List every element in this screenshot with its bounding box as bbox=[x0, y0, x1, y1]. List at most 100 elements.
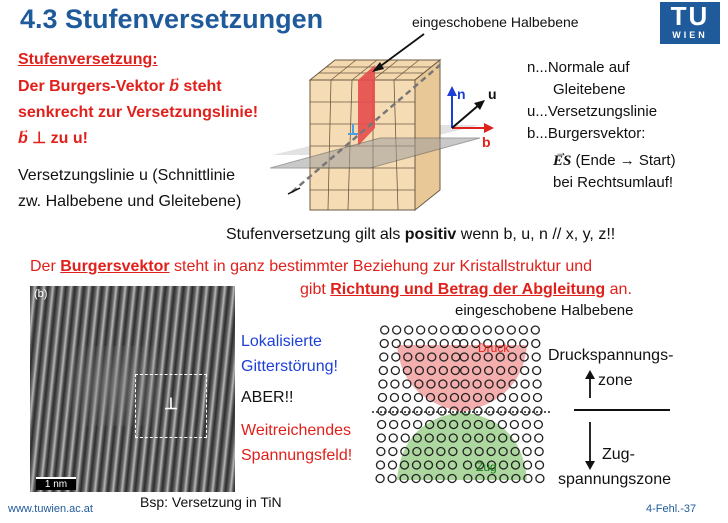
definition-line3: →b ⊥ zu u! bbox=[18, 122, 88, 150]
lattice-atom bbox=[447, 460, 458, 470]
lattice-atom bbox=[535, 473, 545, 484]
lattice-atom bbox=[460, 379, 470, 389]
lattice-atom bbox=[435, 473, 445, 484]
lattice-atom bbox=[415, 352, 425, 362]
lattice-atom bbox=[439, 352, 449, 362]
lattice-atom bbox=[399, 473, 409, 484]
micro-panel-label: (b) bbox=[34, 288, 48, 300]
lattice-atom bbox=[400, 419, 411, 430]
aber-text: ABER!! bbox=[241, 389, 294, 406]
logo-tu: TU bbox=[670, 1, 710, 31]
lattice-atom bbox=[391, 352, 401, 362]
lattice-atom bbox=[424, 433, 434, 443]
lattice-atom bbox=[458, 325, 468, 335]
lattice-atom bbox=[483, 352, 493, 362]
lattice-atom bbox=[499, 473, 509, 484]
lattice-atom bbox=[461, 419, 472, 430]
lattice-atom bbox=[425, 406, 435, 416]
lattice-atom bbox=[473, 406, 483, 416]
lattice-atom bbox=[411, 473, 421, 484]
lattice-atom bbox=[400, 433, 410, 443]
lattice-atom bbox=[508, 379, 518, 389]
lattice-atom bbox=[518, 325, 528, 335]
lattice-atom bbox=[387, 460, 398, 470]
footer-page: 4-Fehl.-37 bbox=[646, 503, 697, 515]
lattice-atom bbox=[534, 433, 544, 443]
zugzone-1: Zug- bbox=[602, 446, 635, 463]
lattice-atom bbox=[461, 406, 471, 416]
lattice-atom bbox=[482, 325, 492, 335]
lattice-atom bbox=[462, 460, 473, 470]
lattice-atom bbox=[401, 406, 411, 416]
b-vector-symbol: →b bbox=[169, 70, 182, 95]
footer-url[interactable]: www.tuwien.ac.at bbox=[8, 503, 93, 515]
legend-es: →ES (Ende → Start) bbox=[553, 145, 676, 169]
lattice-atom bbox=[412, 446, 422, 457]
lattice-atom bbox=[375, 460, 386, 470]
lattice-atom bbox=[380, 325, 390, 335]
lattice-atom bbox=[483, 338, 493, 349]
burgers-line-2: gibt Richtung und Betrag der Abgleitung … bbox=[300, 281, 632, 298]
lattice-atom bbox=[375, 473, 385, 484]
lattice-atom bbox=[448, 419, 459, 430]
lattice-atom bbox=[379, 352, 389, 362]
def-text-3: ⊥ zu u! bbox=[27, 130, 88, 147]
lattice-atom bbox=[508, 392, 519, 403]
lattice-atom bbox=[463, 473, 473, 484]
lattice-atom bbox=[377, 406, 387, 416]
axis-n-label: n bbox=[457, 86, 466, 102]
lattice-atom bbox=[404, 325, 414, 335]
lattice-atom bbox=[531, 365, 542, 376]
lattice-atom bbox=[485, 406, 495, 416]
lattice-atom bbox=[533, 419, 544, 430]
scale-bar: 1 nm bbox=[36, 477, 76, 490]
lattice-atom bbox=[425, 392, 436, 403]
lattice-atom bbox=[486, 446, 496, 457]
tem-micrograph: ⊥ (b) 1 nm bbox=[30, 286, 235, 492]
lattice-atom bbox=[376, 433, 386, 443]
weitreichend-1: Weitreichendes bbox=[241, 422, 351, 439]
lattice-atom bbox=[447, 473, 457, 484]
lattice-atom bbox=[449, 392, 460, 403]
weitreichend-2: Spannungsfeld! bbox=[241, 447, 353, 464]
b-vector-symbol-2: →b bbox=[18, 122, 30, 147]
lattice-atom bbox=[438, 379, 448, 389]
halfplane-label-2: eingeschobene Halbebene bbox=[455, 302, 634, 319]
tu-wien-logo: TU WIEN bbox=[660, 2, 720, 44]
def-text-2: steht bbox=[178, 78, 222, 95]
page-title: 4.3 Stufenversetzungen bbox=[20, 4, 324, 34]
lattice-atom bbox=[424, 446, 434, 457]
lattice-atom bbox=[495, 338, 505, 349]
stress-field-diagram bbox=[372, 325, 552, 484]
lattice-atom bbox=[392, 325, 402, 335]
lattice-atom bbox=[532, 392, 543, 403]
definition-line1: Der Burgers-Vektor →b steht bbox=[18, 70, 222, 98]
lattice-atom bbox=[402, 379, 412, 389]
lattice-atom bbox=[413, 392, 424, 403]
lattice-atom bbox=[391, 338, 401, 349]
lattice-atom bbox=[487, 473, 497, 484]
lattice-atom bbox=[379, 338, 389, 349]
lattice-atom bbox=[440, 325, 450, 335]
lattice-atom bbox=[402, 365, 413, 376]
lattice-atom bbox=[510, 446, 520, 457]
dislocation-symbol: ⊥ bbox=[164, 396, 178, 413]
lattice-atom bbox=[459, 352, 469, 362]
lattice-atom bbox=[435, 460, 446, 470]
lattice-atom bbox=[498, 446, 508, 457]
burgers-line-1: Der Burgersvektor steht in ganz bestimmt… bbox=[30, 258, 593, 275]
lattice-atom bbox=[532, 379, 542, 389]
es-vector: →ES bbox=[553, 145, 572, 169]
legend-u: u...Versetzungslinie bbox=[527, 103, 658, 120]
lattice-atom bbox=[423, 473, 433, 484]
lattice-atom bbox=[486, 460, 497, 470]
lattice-atom bbox=[427, 352, 437, 362]
legend-n: n...Normale auf bbox=[527, 59, 630, 76]
lattice-atom bbox=[401, 392, 412, 403]
lattice-atom bbox=[471, 365, 482, 376]
lattice-atom bbox=[519, 338, 529, 349]
micro-caption: Bsp: Versetzung in TiN bbox=[140, 494, 282, 510]
lattice-atom bbox=[423, 460, 434, 470]
lattice-atom bbox=[496, 379, 506, 389]
lattice-atom bbox=[510, 433, 520, 443]
